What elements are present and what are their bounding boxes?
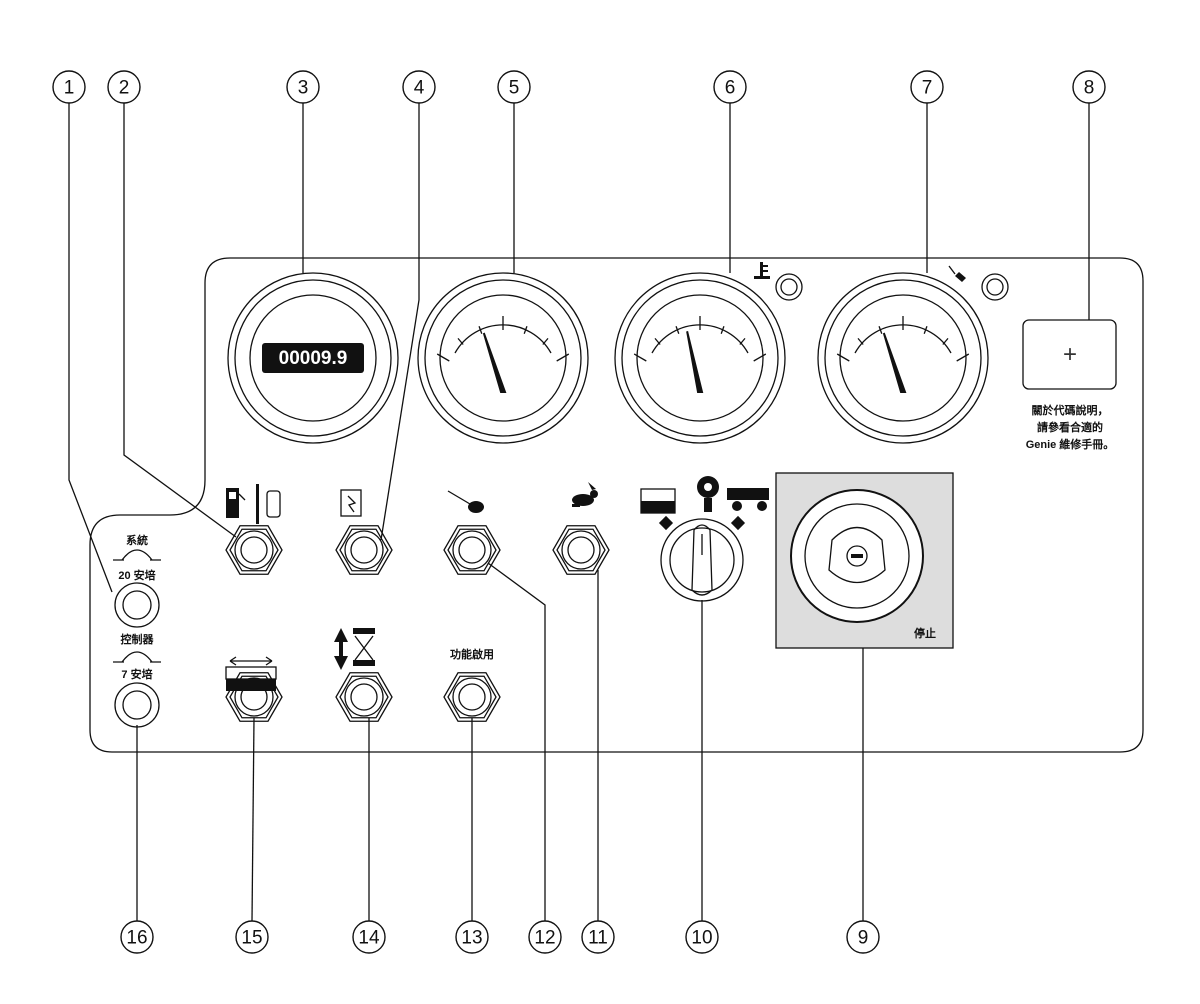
- callout-number: 15: [241, 928, 262, 949]
- callout-16: 16: [120, 920, 154, 954]
- engine-gauge-5: [417, 272, 589, 444]
- controller-breaker-rating: 7 安培: [121, 667, 152, 681]
- drive-enable-icon: [225, 656, 277, 691]
- callout-5: 5: [497, 70, 531, 104]
- callout-7: 7: [910, 70, 944, 104]
- callout-number: 4: [414, 78, 425, 99]
- callout-14: 14: [352, 920, 386, 954]
- gauge-tick: [753, 353, 767, 362]
- gauge-tick: [633, 353, 647, 362]
- gauge-tick: [739, 337, 746, 345]
- callout-12: 12: [528, 920, 562, 954]
- glow-plug-icon: [340, 489, 362, 517]
- fuel-select-button[interactable]: [225, 525, 283, 575]
- high-idle-button[interactable]: [552, 525, 610, 575]
- callout-3: 3: [286, 70, 320, 104]
- glow-plug-button[interactable]: [335, 525, 393, 575]
- lift-enable-button[interactable]: [335, 672, 393, 722]
- leader-lines: [68, 103, 1090, 922]
- gauge-tick: [457, 337, 464, 345]
- drive-enable-button[interactable]: [225, 672, 283, 722]
- callout-number: 5: [509, 78, 520, 99]
- gauge-tick: [436, 353, 450, 362]
- gauge-tick: [478, 325, 483, 334]
- coolant-temperature-icon: [754, 262, 770, 279]
- system-breaker-rating: 20 安培: [118, 568, 155, 582]
- gauge-tick: [857, 337, 864, 345]
- gauge-tick: [523, 325, 528, 334]
- callout-13: 13: [455, 920, 489, 954]
- panel-outline: [89, 257, 1144, 753]
- oil-pressure-gauge: [817, 272, 989, 444]
- oil-can-icon: [948, 265, 966, 282]
- callout-11: 11: [581, 920, 615, 954]
- callout-6: 6: [713, 70, 747, 104]
- callout-number: 8: [1084, 78, 1095, 99]
- gauge-needle: [882, 332, 907, 393]
- callout-9: 9: [846, 920, 880, 954]
- hour-meter-reading: 00009.9: [279, 348, 348, 369]
- lift-function-icon: [334, 628, 375, 670]
- system-breaker-label: 系統: [126, 533, 148, 547]
- gauge-tick: [942, 337, 949, 345]
- system-circuit-breaker[interactable]: 系統 20 安培: [113, 533, 161, 628]
- coolant-temp-indicator: [754, 262, 803, 301]
- controller-breaker-label: 控制器: [121, 632, 155, 646]
- oil-pressure-indicator: [948, 265, 1009, 301]
- callout-number: 10: [691, 928, 712, 949]
- emergency-stop-button[interactable]: 停止: [775, 472, 954, 649]
- engine-start-button[interactable]: [443, 525, 501, 575]
- gauge-tick: [836, 353, 850, 362]
- callout-number: 9: [858, 928, 869, 949]
- callout-number: 3: [298, 78, 309, 99]
- gauge-tick: [923, 325, 928, 334]
- callout-number: 16: [126, 928, 147, 949]
- gauge-needle: [482, 332, 507, 393]
- function-enable-label: 功能啟用: [450, 647, 494, 661]
- gauge-tick: [878, 325, 883, 334]
- callout-1: 1: [52, 70, 86, 104]
- fault-code-cursor: +: [1063, 341, 1077, 368]
- callout-number: 2: [119, 78, 130, 99]
- callout-number: 1: [64, 78, 75, 99]
- function-enable-button[interactable]: [443, 672, 501, 722]
- stop-label: 停止: [914, 626, 936, 640]
- callout-number: 6: [725, 78, 736, 99]
- callout-number: 13: [461, 928, 482, 949]
- fuel-lpg-select-icon: [226, 484, 281, 524]
- platform-ground-off-selector[interactable]: [640, 476, 769, 602]
- rabbit-high-idle-icon: [572, 482, 598, 507]
- engine-start-key-icon: [447, 490, 484, 513]
- callout-15: 15: [235, 920, 269, 954]
- gauge-tick: [542, 337, 549, 345]
- callout-4: 4: [402, 70, 436, 104]
- callout-2: 2: [107, 70, 141, 104]
- fault-code-note-2: 請參看合適的: [1037, 420, 1103, 434]
- coolant-temp-gauge: [614, 272, 786, 444]
- callout-10: 10: [685, 920, 719, 954]
- callout-8: 8: [1072, 70, 1106, 104]
- gauge-needle: [686, 331, 704, 393]
- fault-code-note-3: Genie 維修手冊。: [1026, 437, 1115, 451]
- callout-number: 11: [588, 928, 608, 949]
- controller-circuit-breaker[interactable]: 控制器 7 安培: [113, 632, 161, 728]
- gauge-tick: [956, 353, 970, 362]
- callout-number: 7: [922, 78, 933, 99]
- callout-number: 14: [358, 928, 380, 949]
- gauge-tick: [556, 353, 570, 362]
- gauge-tick: [720, 325, 725, 334]
- callout-number: 12: [534, 928, 555, 949]
- fault-code-display: + 關於代碼說明， 請參看合適的 Genie 維修手冊。: [1022, 319, 1117, 451]
- fault-code-note-1: 關於代碼說明，: [1032, 403, 1109, 417]
- gauge-tick: [654, 337, 661, 345]
- gauge-tick: [675, 325, 680, 334]
- hour-meter: 00009.9: [227, 272, 399, 444]
